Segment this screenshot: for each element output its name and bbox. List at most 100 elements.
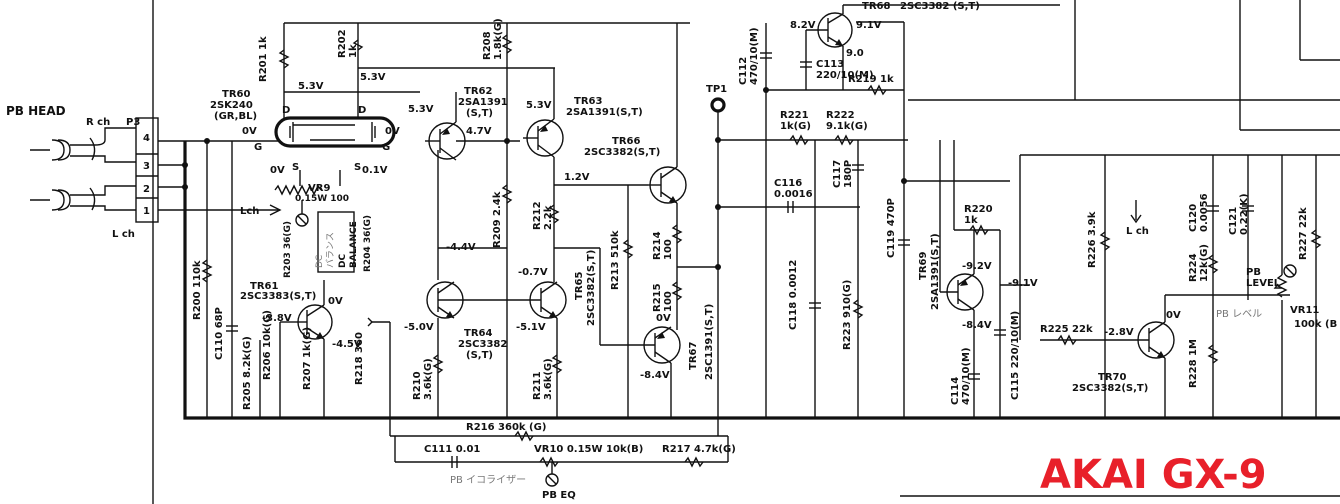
tr67-name: TR67 bbox=[688, 342, 699, 370]
tr65-name: TR65 bbox=[574, 272, 585, 300]
tr60-g0: 0V bbox=[242, 126, 257, 137]
r201: R201 1k bbox=[258, 36, 269, 82]
tr61-v-b: -3.8V bbox=[262, 313, 292, 324]
tr60-g-left: G bbox=[254, 142, 262, 153]
pb-head-label: PB HEAD bbox=[6, 104, 66, 118]
tr60-g1: 0V bbox=[385, 126, 400, 137]
tr61-type: 2SC3383(S,T) bbox=[240, 291, 316, 302]
r202: R2021k bbox=[337, 29, 359, 58]
r204: R204 36(G) bbox=[363, 215, 373, 272]
tr63-type: 2SA1391(S,T) bbox=[566, 107, 643, 118]
connector-p3: 4 3 2 1 bbox=[135, 117, 159, 223]
tr70-name: TR70 bbox=[1098, 372, 1126, 383]
r213: R213 510k bbox=[610, 230, 621, 290]
pin-1: 1 bbox=[143, 206, 150, 217]
r205: R205 8.2k(G) bbox=[242, 336, 253, 410]
tr69-name: TR69 bbox=[918, 252, 929, 280]
tr60-v-right: 5.3V bbox=[360, 72, 386, 83]
vr9-en: DCBALANCE bbox=[338, 221, 359, 268]
tr69-v-e: -9.2V bbox=[962, 261, 992, 272]
vr9-spec: 0.15W 100 bbox=[295, 194, 349, 204]
tr62-type: 2SA1391 bbox=[458, 97, 508, 108]
r211: R2113.6k(G) bbox=[532, 358, 554, 400]
tr67-v-e: 0V bbox=[656, 313, 671, 324]
tr64-name: TR64 bbox=[464, 328, 492, 339]
v-07: -0.7V bbox=[518, 267, 548, 278]
r207: R207 1k(G) bbox=[302, 327, 313, 390]
r203: R203 36(G) bbox=[283, 221, 293, 278]
r217: R217 4.7k(G) bbox=[662, 444, 736, 455]
tr62-name: TR62 bbox=[464, 86, 492, 97]
c114: C114470/10(M) bbox=[950, 347, 972, 405]
tr63-transistor bbox=[523, 118, 564, 158]
r223: R223 910(G) bbox=[842, 280, 853, 350]
pb-head-l-coil bbox=[30, 185, 136, 211]
tr68-v-e: 9.0 bbox=[846, 48, 864, 59]
tr68-transistor bbox=[806, 12, 853, 48]
c120: C1200.0056 bbox=[1188, 193, 1210, 232]
tr60-name: TR60 bbox=[222, 89, 250, 100]
tr67-transistor bbox=[600, 326, 681, 364]
tr60-d-right: D bbox=[358, 105, 366, 116]
vr11-label: VR11 bbox=[1290, 305, 1319, 316]
tr63-name: TR63 bbox=[574, 96, 602, 107]
r215: R215100 bbox=[652, 283, 674, 312]
pb-eq-jp: PB イコライザー bbox=[450, 474, 526, 486]
tr62-transistor bbox=[425, 121, 466, 161]
tp1-testpoint bbox=[710, 97, 726, 113]
tr60-s-right: S bbox=[354, 162, 361, 173]
tr62-sub: (S,T) bbox=[466, 108, 493, 119]
pb-head-r-coil bbox=[30, 127, 136, 163]
c111: C111 0.01 bbox=[424, 444, 480, 455]
lch2-label: L ch bbox=[1126, 226, 1149, 237]
c118: C118 0.0012 bbox=[788, 260, 799, 330]
vr9-trimmer bbox=[274, 170, 341, 227]
tr66-type: 2SC3382(S,T) bbox=[584, 147, 660, 158]
pin-4: 4 bbox=[143, 133, 150, 144]
tr65-transistor bbox=[488, 281, 567, 319]
brand-logo: AKAI GX-9 bbox=[1040, 452, 1267, 498]
r216: R216 360k (G) bbox=[466, 422, 546, 433]
r224: R22412k(G) bbox=[1188, 244, 1210, 282]
r209: R209 2.4k bbox=[492, 191, 503, 248]
tr60-s-v-right: 0.1V bbox=[362, 165, 388, 176]
v-51: -5.1V bbox=[516, 322, 546, 333]
r200: R200 110k bbox=[192, 260, 203, 320]
tr61-v-c: 0V bbox=[328, 296, 343, 307]
vr9-jp: DCバランス bbox=[315, 232, 336, 268]
tr60-d-left: D bbox=[282, 105, 290, 116]
r218: R218 360 bbox=[354, 332, 365, 385]
tr69-v-r: -9.1V bbox=[1008, 278, 1038, 289]
lch-out-label: Lch bbox=[240, 206, 259, 217]
tr69-type: 2SA1391(S,T) bbox=[930, 233, 941, 310]
c112: C112470/10(M) bbox=[738, 27, 760, 85]
vr9-name: VR9 bbox=[308, 183, 330, 194]
tr66-transistor bbox=[648, 166, 687, 204]
r228: R228 1M bbox=[1188, 339, 1199, 388]
tr60-s-left: S bbox=[292, 162, 299, 173]
tr64-sub: (S,T) bbox=[466, 350, 493, 361]
c115: C115 220/10(M) bbox=[1010, 311, 1021, 400]
tr63-v-e: 5.3V bbox=[526, 100, 552, 111]
tr69-transistor bbox=[940, 273, 984, 311]
vr11-trimmer bbox=[1273, 264, 1297, 298]
tr62-v-c: 4.7V bbox=[466, 126, 492, 137]
c117: C117180P bbox=[832, 160, 854, 188]
r208: R2081.8k(G) bbox=[482, 18, 504, 60]
c119: C119 470P bbox=[886, 198, 897, 258]
tr70-type: 2SC3382(S,T) bbox=[1072, 383, 1148, 394]
r219: R219 1k bbox=[848, 74, 894, 85]
vr10: VR10 0.15W 10k(B) bbox=[534, 444, 643, 455]
pb-level-jp: PB レベル bbox=[1216, 308, 1262, 320]
pin-3: 3 bbox=[143, 161, 150, 172]
v-12: 1.2V bbox=[564, 172, 590, 183]
tr68-v-b: 8.2V bbox=[790, 20, 816, 31]
v-28: -2.8V bbox=[1104, 327, 1134, 338]
tr64-transistor bbox=[426, 281, 488, 319]
